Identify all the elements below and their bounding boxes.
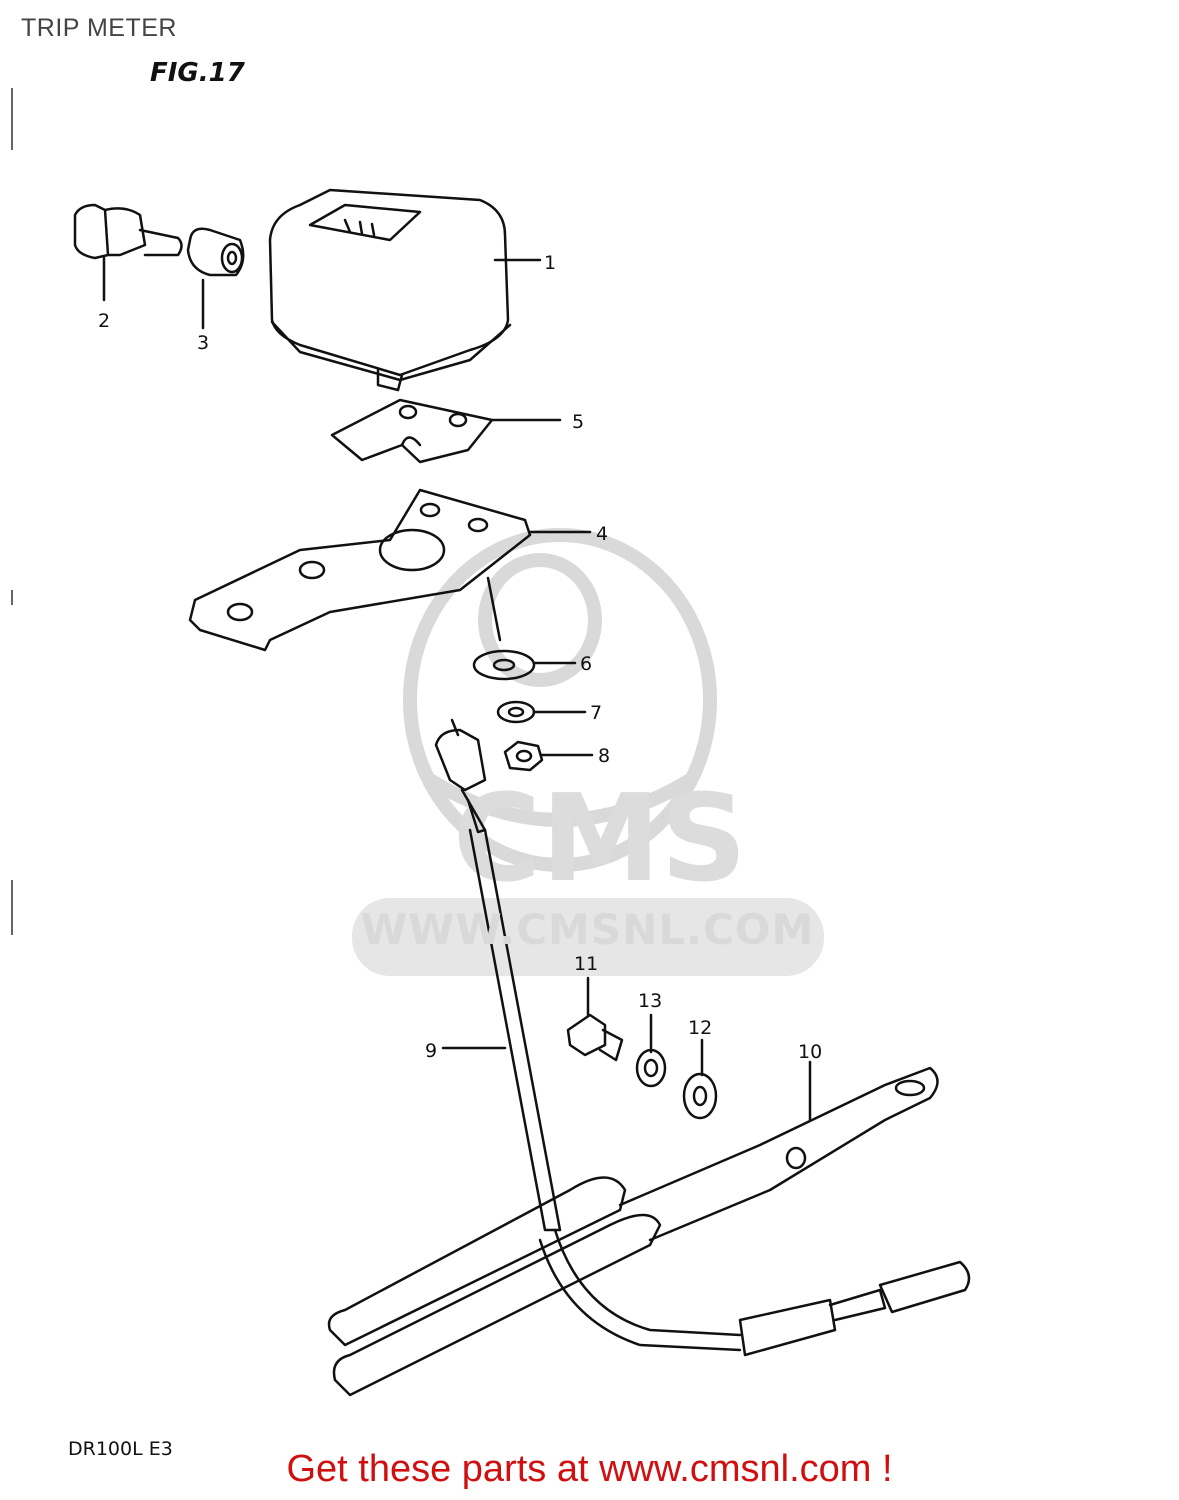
callout-2: 2: [98, 310, 111, 332]
watermark-logo: [403, 528, 717, 872]
callout-9: 9: [425, 1040, 438, 1062]
page-title: TRIP METER: [21, 14, 177, 42]
part-10-stay: [327, 1060, 939, 1397]
part-1-trip-meter: [268, 188, 512, 392]
part-2-reset-knob: [73, 203, 183, 302]
watermark-cms: CMS: [453, 770, 747, 909]
callout-11: 11: [574, 953, 599, 975]
model-code: DR100L E3: [68, 1438, 173, 1460]
callout-7: 7: [590, 702, 603, 724]
watermark-site-text: WWW.CMSNL.COM: [360, 905, 815, 954]
footer-link[interactable]: Get these parts at www.cmsnl.com !: [286, 1448, 893, 1490]
part-8-nut: [503, 740, 594, 772]
part-5-plate: [330, 398, 562, 464]
watermark-banner: [352, 898, 824, 976]
part-11-bolt: [566, 976, 624, 1062]
figure-label: FIG.17: [150, 58, 245, 88]
callout-13: 13: [638, 990, 663, 1012]
part-13-spring-washer: [635, 1013, 667, 1088]
callout-10: 10: [798, 1041, 823, 1063]
callout-6: 6: [580, 653, 593, 675]
callout-4: 4: [596, 523, 609, 545]
callout-1: 1: [544, 252, 557, 274]
callout-8: 8: [598, 745, 611, 767]
callout-3: 3: [197, 332, 210, 354]
part-6-washer: [472, 649, 577, 681]
callout-5: 5: [572, 411, 585, 433]
part-4-bracket: [188, 488, 592, 652]
callout-12: 12: [688, 1017, 713, 1039]
part-3-grommet: [186, 227, 245, 330]
part-7-lock-washer: [496, 700, 587, 724]
part-12-washer: [682, 1038, 718, 1120]
